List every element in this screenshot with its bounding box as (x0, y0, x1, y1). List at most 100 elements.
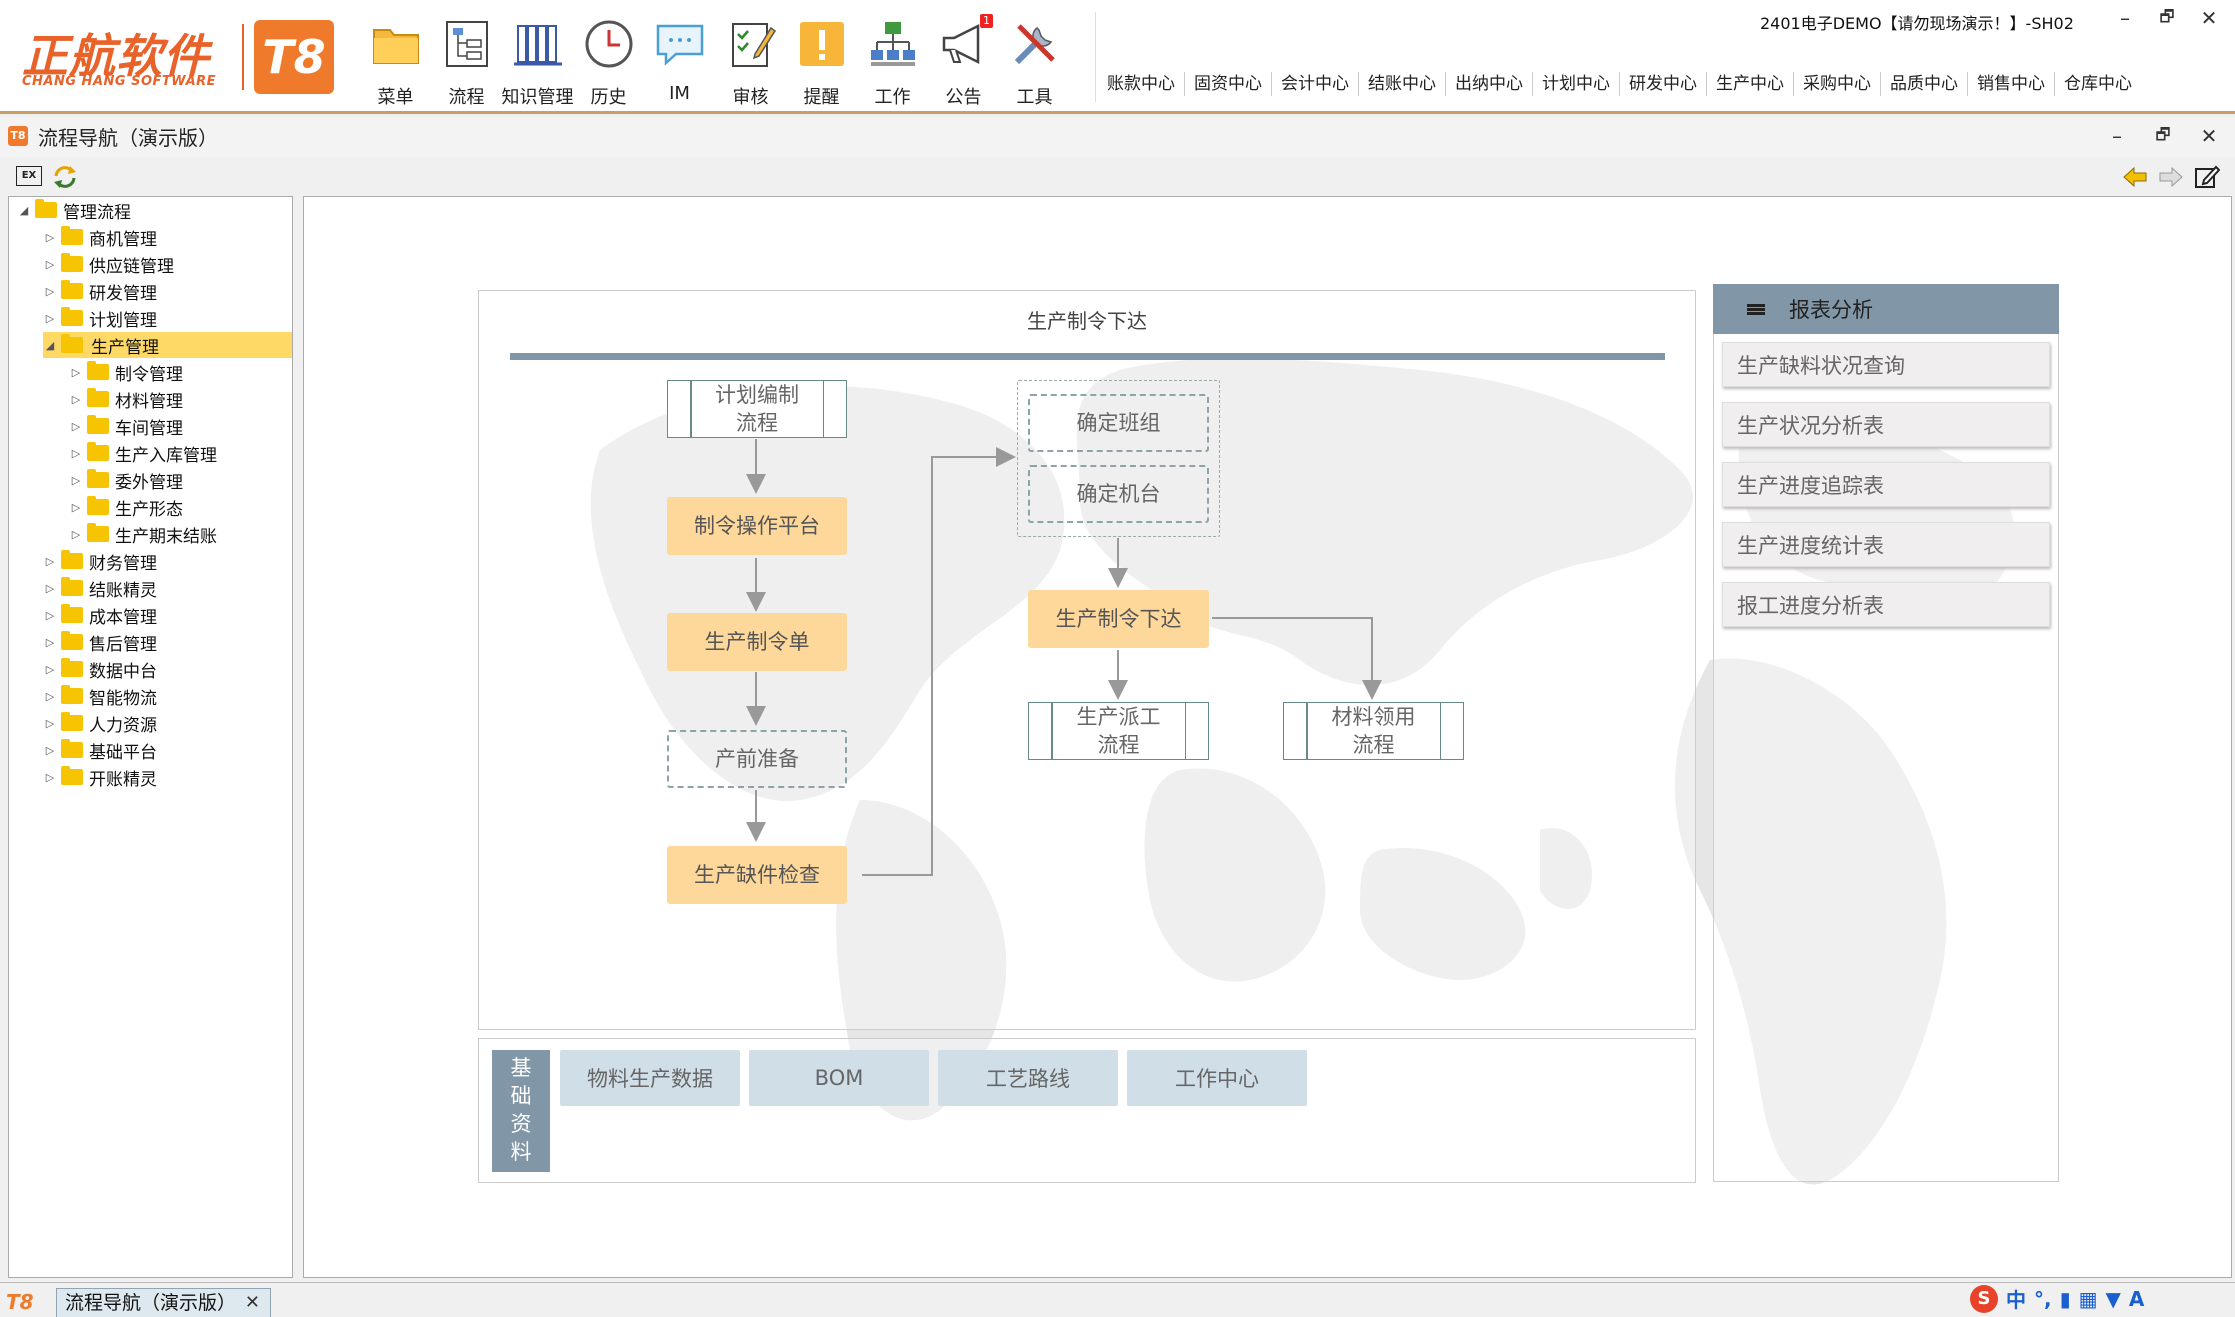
expand-arrow-icon[interactable]: ▷ (71, 365, 81, 379)
center-nav-item[interactable]: 仓库中心 (2064, 74, 2132, 94)
collapse-arrow-icon[interactable]: ◢ (19, 203, 29, 217)
tree-node[interactable]: ▷财务管理 (43, 548, 157, 574)
expand-arrow-icon[interactable]: ▷ (45, 311, 55, 325)
expand-arrow-icon[interactable]: ▷ (71, 500, 81, 514)
expand-arrow-icon[interactable]: ▷ (45, 608, 55, 622)
base-data-button[interactable]: 工作中心 (1127, 1050, 1307, 1106)
tab-close-icon[interactable]: ✕ (244, 1292, 260, 1313)
flow-material-box[interactable]: 材料领用 流程 (1283, 702, 1464, 760)
report-item[interactable]: 生产缺料状况查询 (1722, 342, 2050, 387)
expand-arrow-icon[interactable]: ▷ (45, 230, 55, 244)
center-nav-item[interactable]: 出纳中心 (1446, 72, 1533, 96)
keyboard-icon[interactable]: ▦ (2078, 1286, 2098, 1311)
collapse-arrow-icon[interactable]: ◢ (45, 338, 55, 352)
center-nav-item[interactable]: 采购中心 (1794, 72, 1881, 96)
flow-platform-box[interactable]: 制令操作平台 (667, 497, 847, 555)
report-item[interactable]: 生产进度追踪表 (1722, 462, 2050, 507)
expand-arrow-icon[interactable]: ▷ (45, 635, 55, 649)
tree-node[interactable]: ▷售后管理 (43, 629, 157, 655)
center-nav-item[interactable]: 计划中心 (1533, 72, 1620, 96)
toolbar-folder-button[interactable]: 菜单 (360, 14, 431, 108)
tree-node[interactable]: ▷数据中台 (43, 656, 157, 682)
toolbar-org-button[interactable]: 工作 (857, 14, 928, 108)
center-nav-item[interactable]: 生产中心 (1707, 72, 1794, 96)
expand-arrow-icon[interactable]: ▷ (71, 392, 81, 406)
refresh-icon[interactable] (52, 164, 78, 190)
report-item[interactable]: 报工进度分析表 (1722, 582, 2050, 627)
center-nav-item[interactable]: 固资中心 (1185, 72, 1272, 96)
back-arrow-icon[interactable] (2122, 164, 2148, 190)
flow-release-box[interactable]: 生产制令下达 (1028, 590, 1209, 648)
tree-node[interactable]: ◢生产管理 (43, 332, 292, 358)
expand-arrow-icon[interactable]: ▷ (45, 716, 55, 730)
flow-order-box[interactable]: 生产制令单 (667, 613, 847, 671)
sub-restore-button[interactable]: 🗗 (2155, 125, 2171, 144)
flow-prep-box[interactable]: 产前准备 (667, 730, 847, 788)
tree-node[interactable]: ▷成本管理 (43, 602, 157, 628)
edit-icon[interactable] (2194, 164, 2220, 190)
close-button[interactable]: ✕ (2200, 6, 2218, 30)
restore-button[interactable]: 🗗 (2159, 7, 2175, 26)
sub-close-button[interactable]: ✕ (2200, 124, 2218, 148)
toolbar-flow-button[interactable]: 流程 (431, 14, 502, 108)
tree-node[interactable]: ▷生产形态 (69, 494, 183, 520)
flow-machine-box[interactable]: 确定机台 (1028, 465, 1209, 523)
base-data-button[interactable]: BOM (749, 1050, 929, 1106)
tree-node[interactable]: ▷车间管理 (69, 413, 183, 439)
center-nav-item[interactable]: 研发中心 (1620, 72, 1707, 96)
expand-arrow-icon[interactable]: ▷ (71, 473, 81, 487)
expand-arrow-icon[interactable]: ▷ (71, 419, 81, 433)
center-nav-item[interactable]: 品质中心 (1881, 72, 1968, 96)
tree-node[interactable]: ◢管理流程 (17, 197, 131, 223)
tree-node[interactable]: ▷计划管理 (43, 305, 157, 331)
base-data-button[interactable]: 工艺路线 (938, 1050, 1118, 1106)
toolbar-tools-button[interactable]: 工具 (999, 14, 1070, 108)
tree-node[interactable]: ▷智能物流 (43, 683, 157, 709)
tab-process-nav[interactable]: 流程导航（演示版） ✕ (56, 1288, 271, 1317)
mic-icon[interactable]: ▮ (2059, 1286, 2071, 1311)
flow-team-box[interactable]: 确定班组 (1028, 394, 1209, 452)
toolbar-checklist-button[interactable]: 审核 (715, 14, 786, 108)
center-nav-item[interactable]: 销售中心 (1968, 72, 2055, 96)
sogou-icon[interactable]: S (1970, 1284, 1998, 1313)
expand-arrow-icon[interactable]: ▷ (45, 770, 55, 784)
base-data-button[interactable]: 物料生产数据 (560, 1050, 740, 1106)
center-nav-item[interactable]: 结账中心 (1359, 72, 1446, 96)
flow-check-box[interactable]: 生产缺件检查 (667, 846, 847, 904)
tree-node[interactable]: ▷开账精灵 (43, 764, 157, 790)
tree-node[interactable]: ▷结账精灵 (43, 575, 157, 601)
center-nav-item[interactable]: 会计中心 (1272, 72, 1359, 96)
expand-arrow-icon[interactable]: ▷ (71, 527, 81, 541)
toolbar-books-button[interactable]: 知识管理 (502, 14, 574, 108)
report-item[interactable]: 生产状况分析表 (1722, 402, 2050, 447)
shirt-icon[interactable]: ▼ (2105, 1286, 2121, 1311)
sub-minimize-button[interactable]: – (2112, 124, 2122, 148)
tree-node[interactable]: ▷制令管理 (69, 359, 183, 385)
minimize-button[interactable]: – (2120, 6, 2130, 30)
expand-arrow-icon[interactable]: ▷ (45, 689, 55, 703)
expand-arrow-icon[interactable]: ▷ (45, 662, 55, 676)
tree-node[interactable]: ▷基础平台 (43, 737, 157, 763)
center-nav-item[interactable]: 账款中心 (1098, 72, 1185, 96)
expand-arrow-icon[interactable]: ▷ (45, 554, 55, 568)
flow-plan-box[interactable]: 计划编制 流程 (667, 380, 847, 438)
toolbar-alert-button[interactable]: 提醒 (786, 14, 857, 108)
tree-node[interactable]: ▷商机管理 (43, 224, 157, 250)
flow-dispatch-box[interactable]: 生产派工 流程 (1028, 702, 1209, 760)
tree-node[interactable]: ▷生产入库管理 (69, 440, 217, 466)
export-icon[interactable]: EX (16, 166, 42, 186)
tree-node[interactable]: ▷人力资源 (43, 710, 157, 736)
toolbar-chat-button[interactable]: IM (644, 14, 715, 104)
expand-arrow-icon[interactable]: ▷ (45, 257, 55, 271)
ai-icon[interactable]: A (2128, 1286, 2145, 1311)
expand-arrow-icon[interactable]: ▷ (45, 284, 55, 298)
ime-lang[interactable]: 中 (2006, 1288, 2026, 1312)
tree-node[interactable]: ▷生产期末结账 (69, 521, 217, 547)
expand-arrow-icon[interactable]: ▷ (71, 446, 81, 460)
expand-arrow-icon[interactable]: ▷ (45, 743, 55, 757)
report-item[interactable]: 生产进度统计表 (1722, 522, 2050, 567)
tree-node[interactable]: ▷材料管理 (69, 386, 183, 412)
forward-arrow-icon[interactable] (2158, 164, 2184, 190)
expand-arrow-icon[interactable]: ▷ (45, 581, 55, 595)
